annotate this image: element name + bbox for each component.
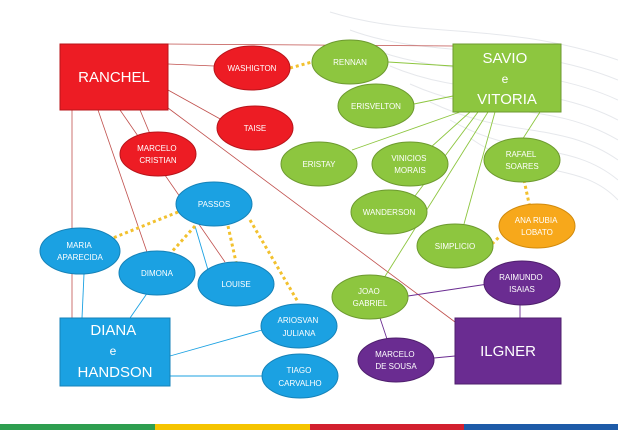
link-savio-rennan bbox=[387, 61, 454, 67]
red-links bbox=[71, 43, 456, 323]
svg-text:TAISE: TAISE bbox=[244, 124, 267, 133]
svg-text:PASSOS: PASSOS bbox=[198, 200, 230, 209]
svg-text:MARIA APARECIDA: MARIA APARECIDA bbox=[57, 241, 103, 262]
label-diana-handson: DIANA e HANDSON bbox=[77, 322, 152, 381]
node-ranchel: RANCHEL bbox=[59, 43, 169, 111]
link-ranchel-washigton bbox=[167, 63, 215, 67]
node-eristay: ERISTAY bbox=[280, 141, 358, 187]
node-washigton: WASHIGTON bbox=[213, 45, 291, 91]
node-maria-aparecida: MARIA APARECIDA bbox=[39, 227, 121, 275]
link-diana-ariosvan bbox=[169, 329, 263, 357]
link-savio-rafael bbox=[521, 111, 541, 141]
link-ranchel-dimona bbox=[97, 109, 149, 256]
link-ranchel-marcelo-cristian bbox=[139, 109, 151, 135]
svg-text:RAFAEL SOARES: RAFAEL SOARES bbox=[505, 150, 538, 171]
dotted-washigton-rennan bbox=[289, 60, 313, 70]
dotted-passos-dimona bbox=[166, 224, 197, 258]
node-marcelo-cristian: MARCELO CRISTIAN bbox=[119, 131, 197, 177]
svg-text:WASHIGTON: WASHIGTON bbox=[228, 64, 277, 73]
svg-text:RAIMUNDO ISAIAS: RAIMUNDO ISAIAS bbox=[499, 273, 545, 294]
node-diana-handson: DIANA e HANDSON bbox=[59, 317, 171, 387]
svg-text:SIMPLICIO: SIMPLICIO bbox=[435, 242, 475, 251]
footer-color-bar bbox=[0, 424, 618, 430]
svg-text:VINICIOS MORAIS: VINICIOS MORAIS bbox=[391, 154, 428, 175]
node-marcelo-de-sousa: MARCELO DE SOUSA bbox=[357, 337, 435, 383]
node-rafael-soares: RAFAEL SOARES bbox=[483, 137, 561, 183]
link-marcelo-sousa-ilgner bbox=[433, 355, 456, 359]
node-tiago-carvalho: TIAGO CARVALHO bbox=[261, 353, 339, 399]
node-erisvelton: ERISVELTON bbox=[337, 83, 415, 129]
link-ranchel-savio bbox=[164, 43, 454, 47]
link-ranchel-ilgner bbox=[167, 107, 456, 323]
link-passos-louise bbox=[194, 225, 209, 271]
node-raimundo-isaias: RAIMUNDO ISAIAS bbox=[483, 260, 561, 306]
link-joao-marcelo-sousa bbox=[379, 317, 389, 343]
node-taise: TAISE bbox=[216, 105, 294, 151]
link-savio-joao bbox=[383, 111, 489, 279]
node-ariosvan-juliana: ARIOSVAN JULIANA bbox=[260, 303, 338, 349]
svg-text:TIAGO CARVALHO: TIAGO CARVALHO bbox=[278, 366, 321, 388]
link-savio-eristay bbox=[351, 111, 461, 151]
link-ranchel-taise bbox=[167, 89, 223, 121]
svg-text:DIMONA: DIMONA bbox=[141, 269, 174, 278]
svg-text:LOUISE: LOUISE bbox=[221, 280, 250, 289]
svg-text:MARCELO CRISTIAN: MARCELO CRISTIAN bbox=[137, 144, 179, 165]
label-ranchel: RANCHEL bbox=[78, 69, 150, 86]
node-joao-gabriel: JOAO GABRIEL bbox=[331, 274, 409, 320]
dotted-passos-ariosvan bbox=[248, 219, 300, 303]
link-savio-simplicio bbox=[463, 111, 496, 225]
dotted-passos-louise bbox=[226, 225, 238, 263]
node-vinicios-morais: VINICIOS MORAIS bbox=[371, 141, 449, 187]
node-savio-vitoria: SAVIO e VITORIA bbox=[452, 43, 562, 113]
node-simplicio: SIMPLICIO bbox=[416, 223, 494, 269]
node-passos: PASSOS bbox=[175, 181, 253, 227]
node-dimona: DIMONA bbox=[118, 250, 196, 296]
purple-links bbox=[379, 283, 521, 359]
svg-text:ERISTAY: ERISTAY bbox=[302, 160, 336, 169]
node-rennan: RENNAN bbox=[311, 39, 389, 85]
link-diana-maria bbox=[81, 273, 85, 319]
svg-text:ANA RUBIA LOBATO: ANA RUBIA LOBATO bbox=[515, 216, 559, 237]
svg-text:WANDERSON: WANDERSON bbox=[363, 208, 416, 217]
dotted-rafael-ana bbox=[522, 179, 532, 209]
label-savio-vitoria: SAVIO e VITORIA bbox=[477, 50, 537, 108]
node-ilgner: ILGNER bbox=[454, 317, 562, 385]
node-louise: LOUISE bbox=[197, 261, 275, 307]
label-ilgner: ILGNER bbox=[480, 343, 536, 360]
link-diana-dimona bbox=[129, 291, 149, 319]
svg-text:RENNAN: RENNAN bbox=[333, 58, 367, 67]
link-savio-erisvelton bbox=[413, 95, 454, 105]
blue-links bbox=[81, 225, 263, 377]
svg-text:ERISVELTON: ERISVELTON bbox=[351, 102, 401, 111]
dotted-passos-maria bbox=[107, 210, 179, 242]
link-joao-raimundo bbox=[407, 283, 489, 297]
dotted-simplicio-ana bbox=[490, 234, 502, 246]
svg-text:MARCELO DE SOUSA: MARCELO DE SOUSA bbox=[375, 350, 417, 371]
svg-text:ARIOSVAN JULIANA: ARIOSVAN JULIANA bbox=[278, 316, 321, 338]
node-ana-rubia-lobato: ANA RUBIA LOBATO bbox=[498, 203, 576, 249]
svg-text:JOAO GABRIEL: JOAO GABRIEL bbox=[353, 287, 388, 308]
node-wanderson: WANDERSON bbox=[350, 189, 428, 235]
dotted-links bbox=[107, 60, 532, 303]
link-savio-vinicios bbox=[429, 111, 471, 149]
